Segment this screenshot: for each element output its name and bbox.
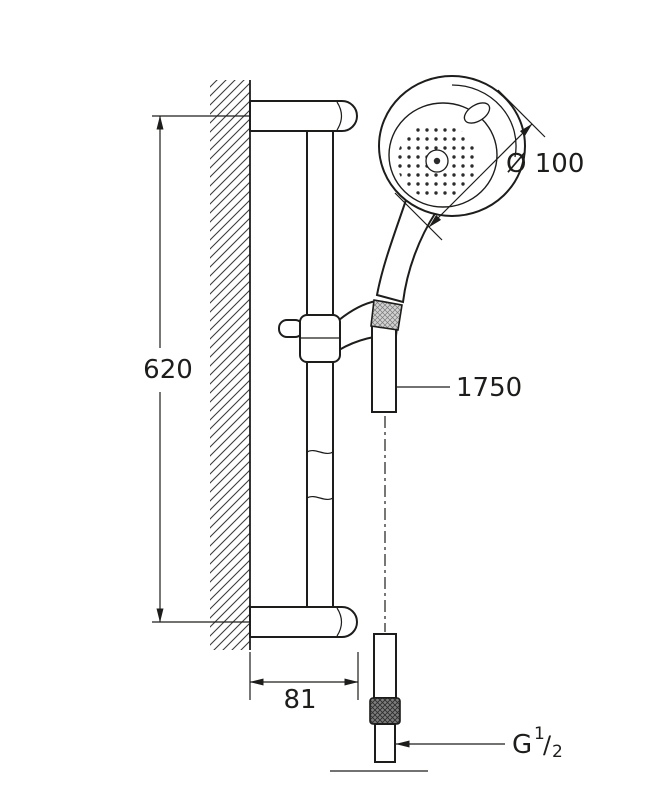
hose-length-label: 1750 [456,373,522,403]
dimension-thread: G 1 / 2 [395,724,563,762]
thread-label-prefix: G [512,730,532,760]
head-rim-arc [451,84,517,158]
top-bracket-seam [336,101,343,131]
dimension-head-diameter: Ø 100 [394,89,584,241]
dimension-line-lower [428,175,481,228]
thread-label-slash: / [543,731,552,759]
rail-break-mark [306,495,334,501]
wall [210,80,251,650]
spray-center-dot [433,157,441,165]
dimension-wall-offset: 81 [249,652,359,715]
hose-upper-tube [371,325,397,413]
bottom-wall-bracket [249,606,358,638]
shower-rail-assembly [249,100,358,638]
hose-lower-tube [373,633,397,699]
hand-shower-handle [375,195,438,304]
bottom-bracket-seam [336,607,343,637]
rail-break-mark [306,449,334,455]
head-logo-oval [463,102,491,124]
hose-knurled-nut [369,697,401,725]
extension-line-lower [394,192,443,241]
hand-shower-nut [370,299,403,331]
thread-label-denominator: 2 [552,742,563,762]
dimension-rail-length: 620 [143,115,250,623]
wall-offset-label: 81 [283,685,316,715]
hose-end-fitting [374,723,396,763]
slider-holder [278,299,401,363]
shower-hose [330,299,428,772]
extension-line-upper [497,89,546,138]
thread-label-numerator: 1 [534,724,545,744]
head-face-ring [388,102,498,208]
rail-length-label: 620 [143,355,193,385]
head-diameter-label: Ø 100 [506,149,584,179]
dimension-hose-length: 1750 [397,373,522,403]
wall-hatch [210,80,250,650]
rail-tube [306,115,334,623]
hand-shower [375,75,526,304]
top-wall-bracket [249,100,358,132]
dimension-line-upper [479,123,533,177]
